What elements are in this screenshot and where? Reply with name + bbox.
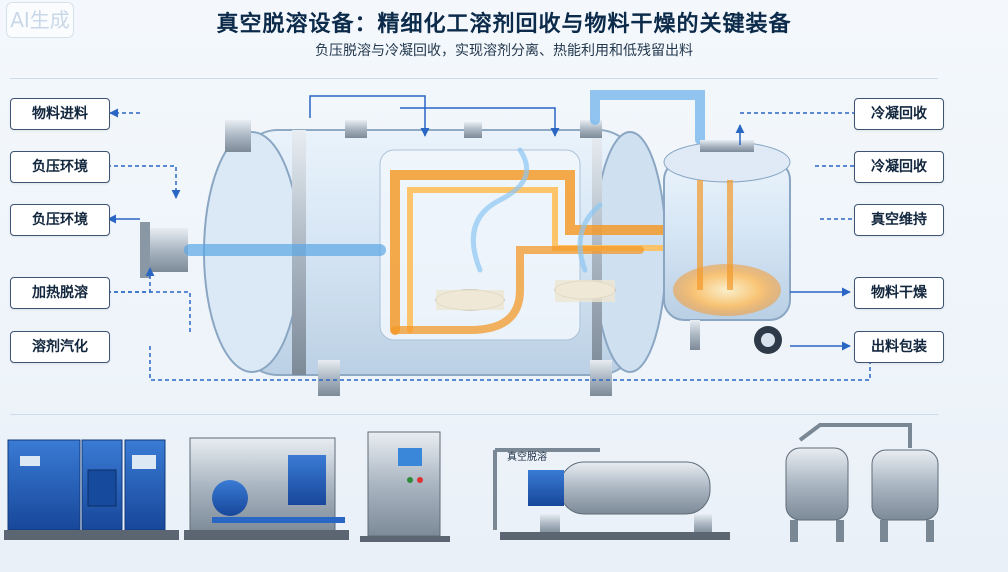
left-label-negative-2: 负压环境: [10, 204, 110, 236]
heating-coil: [390, 170, 705, 335]
top-divider: [10, 78, 938, 79]
right-label-condense-2: 冷凝回收: [854, 151, 944, 183]
right-label-vacuum: 真空维持: [854, 204, 944, 236]
page-subtitle: 负压脱溶与冷凝回收，实现溶剂分离、热能利用和低残留出料: [315, 43, 693, 59]
vapor-line: [184, 90, 705, 273]
condenser-vessel: [663, 140, 791, 354]
left-label-feed: 物料进料: [10, 98, 110, 130]
right-label-condense-1: 冷凝回收: [854, 98, 944, 130]
right-label-drying: 物料干燥: [854, 277, 944, 309]
vacuum-tank: [140, 120, 667, 396]
vacuum-pump-cabinet: [4, 439, 179, 540]
control-cabinet: [360, 431, 450, 542]
right-label-packaging: 出料包装: [854, 331, 944, 363]
vacuum-unit: [184, 437, 349, 540]
callout-lines: [100, 95, 871, 381]
equipment-tag: 真空脱溶: [507, 450, 547, 463]
page-title: 真空脱溶设备：精细化工溶剂回收与物料干燥的关键装备: [216, 12, 792, 37]
material-tray: [435, 280, 616, 311]
left-label-heating: 加热脱溶: [10, 277, 110, 309]
left-label-negative-1: 负压环境: [10, 151, 110, 183]
horizontal-drier: [493, 448, 730, 540]
ai-generated-watermark: AI生成: [6, 2, 74, 38]
receiver-tanks: [785, 423, 939, 542]
left-label-vaporize: 溶剂汽化: [10, 331, 110, 363]
bottom-divider: [10, 414, 938, 415]
